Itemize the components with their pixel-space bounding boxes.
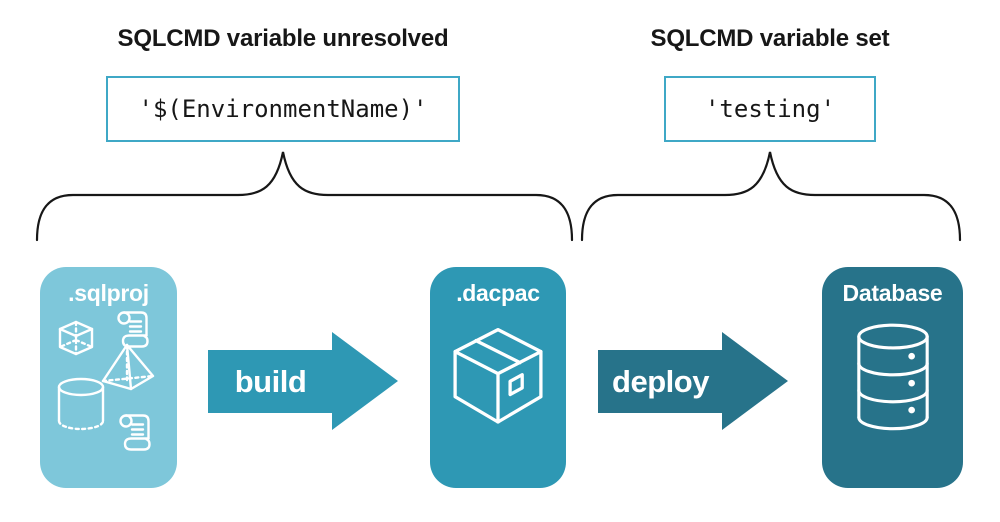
build-arrow-label: build xyxy=(234,363,307,399)
sql-objects-icon xyxy=(57,311,154,451)
code-box-environment-name: '$(EnvironmentName)' xyxy=(106,76,460,142)
deploy-arrow-label: deploy xyxy=(612,363,709,399)
node-database-label: Database xyxy=(842,280,943,306)
code-box-testing: 'testing' xyxy=(664,76,876,142)
code-testing-value: 'testing' xyxy=(704,95,836,123)
heading-variable-set: SQLCMD variable set xyxy=(650,25,890,52)
node-database: Database xyxy=(822,267,963,488)
build-arrow-icon xyxy=(208,332,398,430)
node-sqlproj: .sqlproj xyxy=(40,267,177,488)
heading-variable-unresolved: SQLCMD variable unresolved xyxy=(117,25,449,52)
database-icon xyxy=(856,323,929,431)
node-dacpac: .dacpac xyxy=(430,267,566,488)
left-brace-icon xyxy=(35,151,574,242)
node-sqlproj-label: .sqlproj xyxy=(68,280,149,306)
node-dacpac-label: .dacpac xyxy=(456,280,540,306)
code-environment-name-value: '$(EnvironmentName)' xyxy=(138,95,428,123)
package-icon xyxy=(453,327,543,424)
right-brace-icon xyxy=(580,151,962,242)
brace-group xyxy=(35,151,962,242)
deploy-arrow-icon xyxy=(598,332,788,430)
